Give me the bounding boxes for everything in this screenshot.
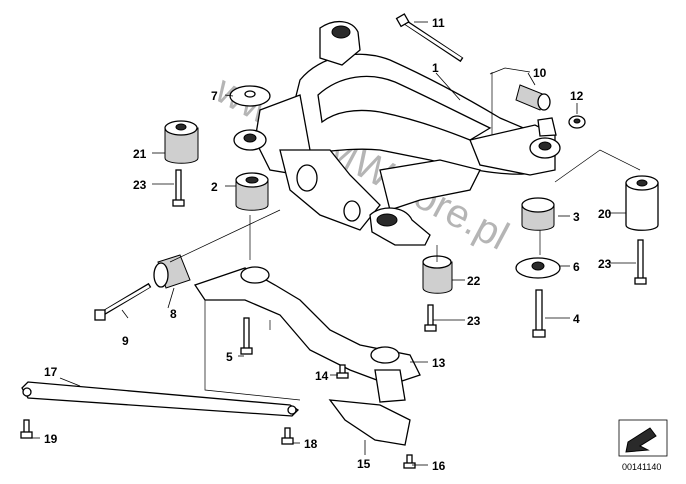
rubber-mount-2 <box>235 172 269 211</box>
bolt-19 <box>20 419 33 439</box>
bolt-23-middle <box>424 304 437 332</box>
callout-16: 16 <box>432 459 446 473</box>
callout-11: 11 <box>432 16 445 30</box>
bolt-23-right <box>634 239 647 285</box>
bolt-5 <box>240 317 253 355</box>
washer-6 <box>515 257 561 279</box>
callout-8: 8 <box>170 307 177 321</box>
callout-20: 20 <box>598 207 612 221</box>
bolt-9 <box>94 282 152 321</box>
callouts: 1 2 3 4 5 6 7 8 9 10 11 12 13 14 15 16 1… <box>44 16 612 473</box>
callout-22: 22 <box>467 274 481 288</box>
callout-17: 17 <box>44 365 58 379</box>
callout-12: 12 <box>570 89 584 103</box>
bolt-18 <box>281 427 294 445</box>
callout-9: 9 <box>122 334 129 348</box>
callout-7: 7 <box>211 89 218 103</box>
callout-10: 10 <box>533 66 547 80</box>
callout-19: 19 <box>44 432 58 446</box>
bolt-14 <box>336 364 349 379</box>
bolt-16 <box>403 454 416 469</box>
bushing-20 <box>625 175 659 231</box>
callout-4: 4 <box>573 312 580 326</box>
callout-6: 6 <box>573 260 580 274</box>
callout-23-right: 23 <box>598 257 612 271</box>
bolt-23-left <box>172 169 185 207</box>
bolt-11 <box>395 13 464 63</box>
bushing-22 <box>422 255 453 294</box>
callout-13: 13 <box>432 356 446 370</box>
diagram-code: 00141140 <box>622 462 661 472</box>
callout-3: 3 <box>573 210 580 224</box>
callout-23-middle: 23 <box>467 314 481 328</box>
bracket-15 <box>328 399 411 446</box>
rear-subframe <box>233 21 561 246</box>
callout-5: 5 <box>226 350 233 364</box>
callout-1: 1 <box>432 61 439 75</box>
callout-2: 2 <box>211 180 218 194</box>
bolt-4 <box>532 289 546 338</box>
washer-7 <box>229 85 271 107</box>
callout-18: 18 <box>304 437 318 451</box>
bushing-10 <box>515 84 551 111</box>
callout-23-left: 23 <box>133 178 147 192</box>
callout-15: 15 <box>357 457 371 471</box>
callout-14: 14 <box>315 369 329 383</box>
reinforcement-frame <box>193 266 421 403</box>
bushing-3 <box>521 197 555 231</box>
bushing-8 <box>153 254 191 289</box>
strut-17 <box>21 381 300 417</box>
reference-box: 00141140 <box>618 419 668 472</box>
bushing-21 <box>164 120 199 164</box>
nut-12 <box>568 115 586 129</box>
callout-21: 21 <box>133 147 147 161</box>
leader-lines <box>32 21 641 466</box>
